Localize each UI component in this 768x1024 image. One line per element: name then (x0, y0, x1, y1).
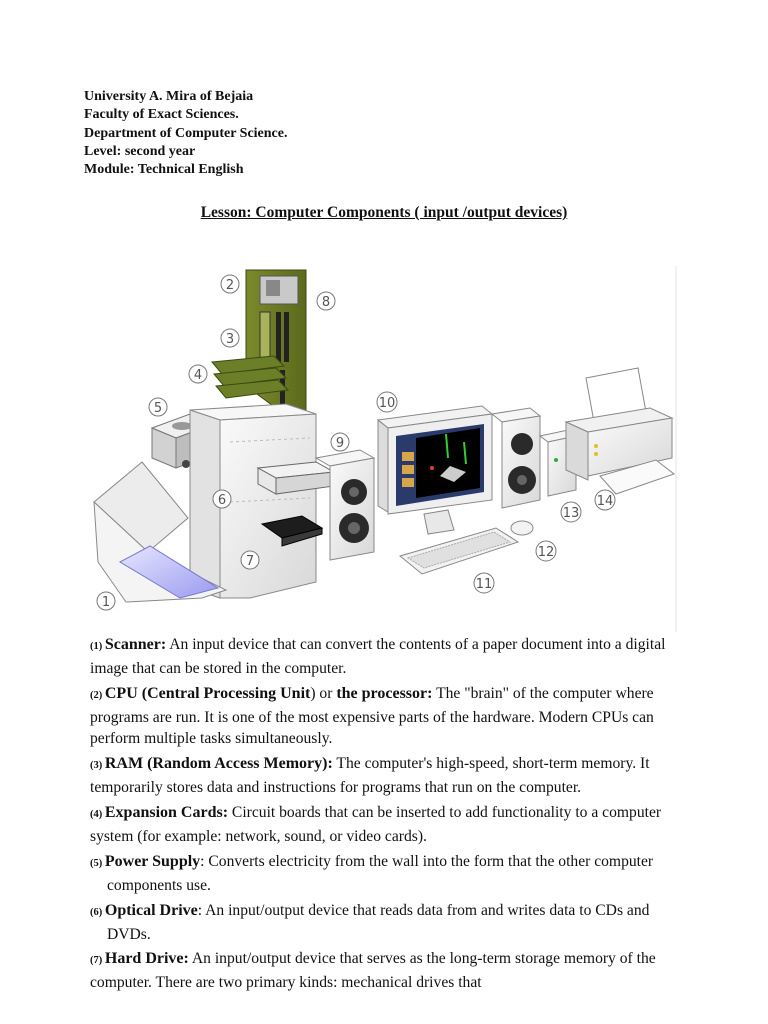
mouse (510, 520, 534, 536)
university-line: University A. Mira of Bejaia (84, 89, 254, 104)
module-line: Module: Technical English (84, 162, 244, 178)
lesson-title-text: Lesson: Computer Components ( input /out… (200, 204, 568, 221)
computer-case (189, 403, 317, 599)
definition-text: : An input/output device that reads data… (107, 901, 650, 943)
definition-connector: ) or (310, 684, 337, 702)
definition-optical-drive: (6) Optical Drive: An input/output devic… (90, 900, 680, 946)
label-2: 2 (226, 278, 234, 293)
component-definitions: (1) Scanner: An input device that can co… (90, 634, 680, 997)
definition-number: (4) (90, 809, 105, 821)
definition-text: : Converts electricity from the wall int… (107, 852, 654, 894)
lesson-title: Lesson: Computer Components ( input /out… (0, 204, 768, 222)
definition-ram: (3) RAM (Random Access Memory): The comp… (90, 753, 680, 799)
keyboard (398, 527, 520, 575)
monitor (376, 405, 494, 535)
right-speaker (490, 407, 542, 509)
definition-text: An input/output device that serves as th… (90, 950, 656, 992)
faculty-line: Faculty of Exact Sciences. (84, 107, 239, 123)
label-14: 14 (597, 494, 614, 509)
definition-number: (7) (90, 955, 105, 967)
definition-term: Power Supply (104, 852, 201, 870)
definition-scanner: (1) Scanner: An input device that can co… (90, 634, 680, 680)
scanner (93, 461, 228, 603)
optical-drive (256, 461, 336, 495)
definition-text: Circuit boards that can be inserted to a… (90, 804, 662, 845)
label-1: 1 (102, 595, 110, 610)
expansion-cards (211, 355, 290, 399)
definition-number: (1) (90, 641, 105, 652)
component-number-labels: 1 2 3 4 5 6 7 8 9 10 11 12 13 1 (96, 274, 616, 611)
printer (564, 367, 676, 495)
label-5: 5 (154, 401, 162, 416)
definition-text: The "brain" of the computer where progra… (90, 684, 654, 748)
definition-term: Expansion Cards: (104, 804, 229, 822)
label-9: 9 (336, 436, 344, 451)
definition-number: (3) (90, 760, 105, 772)
definition-term: Scanner: (104, 636, 167, 653)
label-7: 7 (246, 554, 254, 569)
label-3: 3 (226, 332, 234, 347)
definition-term: Hard Drive: (104, 950, 189, 968)
label-12: 12 (538, 545, 555, 560)
definition-number: (2) (90, 689, 105, 701)
definition-term: RAM (Random Access Memory): (104, 755, 333, 773)
label-8: 8 (322, 295, 330, 310)
definition-power-supply: (5) Power Supply: Converts electricity f… (90, 851, 680, 897)
label-11: 11 (476, 577, 493, 592)
definition-text: The computer's high-speed, short-term me… (90, 755, 650, 797)
label-13: 13 (563, 506, 580, 521)
department-line: Department of Computer Science. (84, 125, 288, 141)
computer-components-illustration: 1 2 3 4 5 6 7 8 9 10 11 12 13 1 (90, 262, 680, 634)
document-header: University A. Mira of Bejaia Faculty of … (84, 88, 287, 179)
label-10: 10 (379, 396, 396, 411)
hard-drive (260, 515, 324, 547)
level-line: Level: second year (84, 143, 196, 159)
definition-text: An input device that can convert the con… (90, 636, 666, 677)
components-diagram: 1 2 3 4 5 6 7 8 9 10 11 12 13 1 (90, 262, 680, 634)
label-6: 6 (218, 493, 226, 508)
definition-term: CPU ( (104, 684, 148, 702)
left-speaker (314, 449, 376, 561)
label-4: 4 (194, 368, 202, 383)
definition-term-expansion: Central Processing Unit (147, 684, 311, 702)
definition-expansion-cards: (4) Expansion Cards: Circuit boards that… (90, 802, 680, 848)
definition-term-alt: the processor: (336, 684, 433, 702)
definition-term: Optical Drive (104, 901, 198, 919)
definition-number: (6) (90, 906, 105, 918)
definition-hard-drive: (7) Hard Drive: An input/output device t… (90, 948, 680, 994)
definition-number: (5) (90, 857, 105, 869)
definition-cpu: (2) CPU (Central Processing Unit) or the… (90, 683, 680, 750)
